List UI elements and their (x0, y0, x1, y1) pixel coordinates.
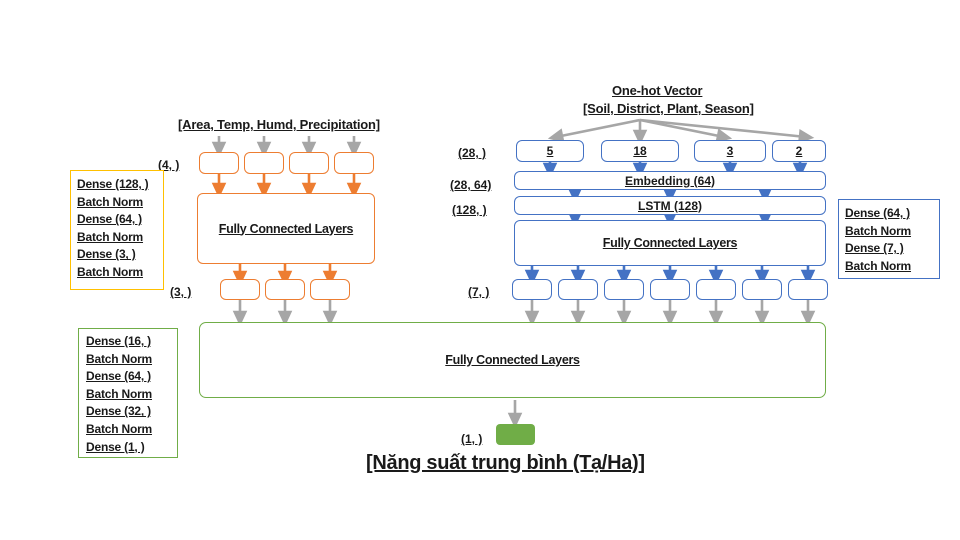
lstm-shape-label: (128, ) (452, 203, 487, 217)
numeric-output-shape-label: (3, ) (170, 285, 192, 299)
onehot-header-line2: [Soil, District, Plant, Season] (583, 101, 754, 116)
numeric-fully-connected-block: Fully Connected Layers (197, 193, 375, 264)
legend-entry: Dense (64, ) (845, 206, 910, 220)
onehot-node-plant: 3 (694, 140, 766, 162)
legend-entry: Batch Norm (845, 258, 912, 273)
categorical-output-node (742, 279, 782, 300)
onehot-node-district: 18 (601, 140, 679, 162)
lstm-label: LSTM (128) (637, 198, 702, 213)
numeric-output-node (265, 279, 305, 300)
numeric-output-node (310, 279, 350, 300)
onehot-header-line1: One-hot Vector (612, 83, 703, 98)
onehot-node-season-value: 2 (795, 144, 803, 158)
categorical-fc-label: Fully Connected Layers (602, 236, 738, 250)
categorical-output-node (604, 279, 644, 300)
legend-entry: Dense (7, ) (845, 241, 904, 256)
merged-fc-label: Fully Connected Layers (445, 353, 580, 367)
numeric-input-node (334, 152, 374, 174)
categorical-branch-legend: Dense (64, ) Batch Norm Dense (7, ) Batc… (838, 199, 940, 279)
numeric-output-node (220, 279, 260, 300)
onehot-node-soil-value: 5 (546, 144, 554, 158)
categorical-output-node (696, 279, 736, 300)
onehot-node-soil: 5 (516, 140, 584, 162)
onehot-node-plant-value: 3 (726, 144, 734, 158)
legend-entry: Batch Norm (845, 223, 912, 238)
final-output-title: [Năng suất trung bình (Tạ/Ha)] (366, 452, 645, 474)
legend-entry: Batch Norm (86, 386, 153, 401)
categorical-output-node (558, 279, 598, 300)
legend-entry: Dense (64, ) (77, 212, 142, 227)
legend-entry: Batch Norm (86, 421, 153, 436)
embedding-layer: Embedding (64) (514, 171, 826, 190)
embedding-shape-label: (28, 64) (450, 178, 492, 192)
numeric-fc-label: Fully Connected Layers (218, 221, 354, 236)
embedding-label: Embedding (64) (624, 173, 715, 188)
categorical-fully-connected-block: Fully Connected Layers (514, 220, 826, 266)
categorical-output-node (650, 279, 690, 300)
final-output-node (496, 424, 535, 445)
merged-fully-connected-block: Fully Connected Layers (199, 322, 826, 398)
legend-entry: Dense (16, ) (86, 334, 151, 348)
legend-entry: Dense (128, ) (77, 177, 149, 191)
legend-entry: Batch Norm (77, 229, 144, 244)
numeric-branch-legend: Dense (128, ) Batch Norm Dense (64, ) Ba… (70, 170, 164, 290)
categorical-input-shape-label: (28, ) (458, 146, 487, 160)
merge-branch-legend: Dense (16, ) Batch Norm Dense (64, ) Bat… (78, 328, 178, 458)
categorical-output-node (788, 279, 828, 300)
numeric-input-node (244, 152, 284, 174)
numeric-input-node (199, 152, 239, 174)
numeric-input-node (289, 152, 329, 174)
final-output-shape-label: (1, ) (461, 432, 483, 446)
legend-entry: Dense (1, ) (86, 439, 145, 454)
lstm-layer: LSTM (128) (514, 196, 826, 215)
numeric-input-shape-label: (4, ) (158, 158, 180, 172)
categorical-output-shape-label: (7, ) (468, 285, 490, 299)
legend-entry: Dense (3, ) (77, 247, 136, 262)
legend-entry: Batch Norm (86, 351, 153, 366)
legend-entry: Batch Norm (77, 264, 144, 279)
onehot-node-season: 2 (772, 140, 826, 162)
legend-entry: Dense (64, ) (86, 369, 151, 384)
legend-entry: Dense (32, ) (86, 404, 151, 419)
onehot-node-district-value: 18 (633, 144, 647, 158)
categorical-output-node (512, 279, 552, 300)
numeric-branch-header: [Area, Temp, Humd, Precipitation] (178, 117, 380, 132)
legend-entry: Batch Norm (77, 194, 144, 209)
